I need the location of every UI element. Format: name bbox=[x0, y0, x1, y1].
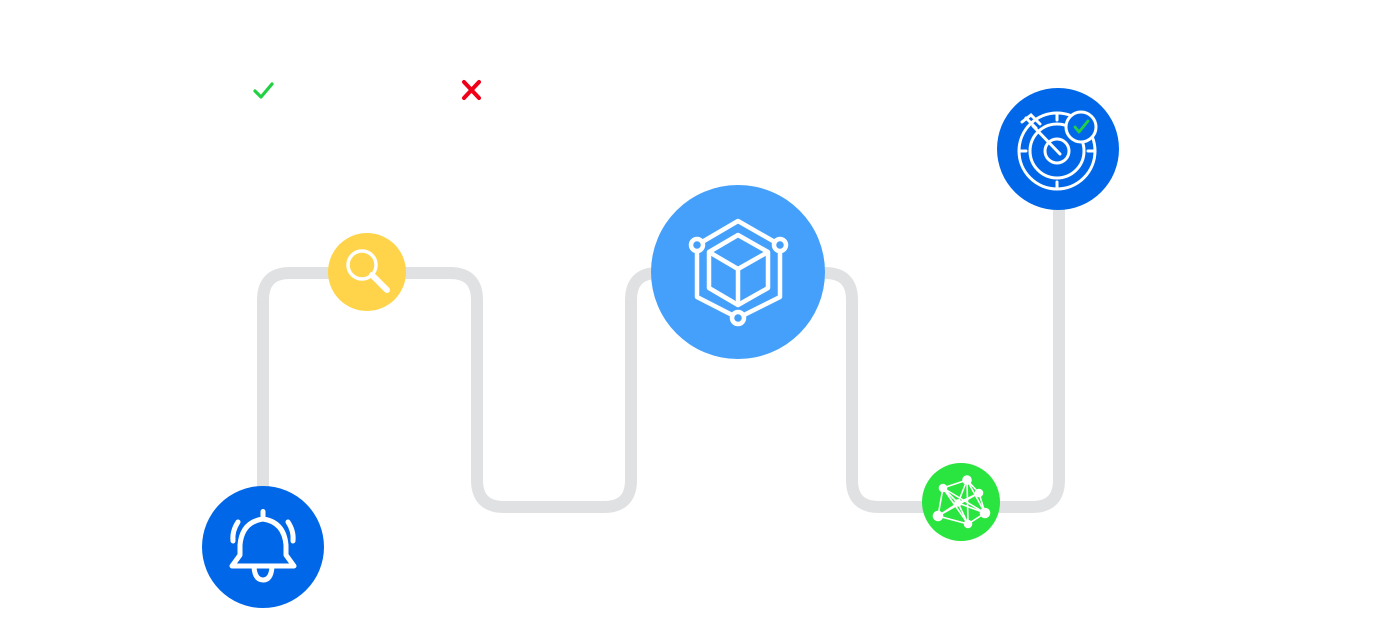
process-path bbox=[257, 144, 1065, 554]
magnifier-icon bbox=[346, 249, 390, 293]
network-graph-icon bbox=[932, 475, 991, 529]
target-node[interactable] bbox=[997, 88, 1119, 210]
model-node[interactable] bbox=[651, 185, 825, 359]
target-check-icon bbox=[1017, 110, 1098, 191]
bell-icon bbox=[229, 509, 297, 583]
network-node[interactable] bbox=[922, 463, 1000, 541]
search-node[interactable] bbox=[328, 233, 406, 311]
cross-mark-icon bbox=[462, 80, 481, 100]
notification-node[interactable] bbox=[202, 486, 324, 608]
cube-icon bbox=[688, 218, 789, 327]
check-mark-icon bbox=[253, 82, 274, 99]
